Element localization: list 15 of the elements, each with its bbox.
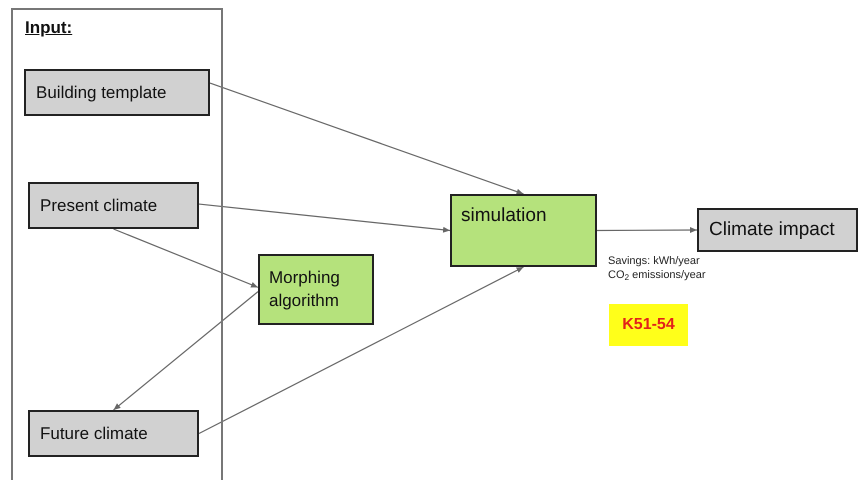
process-box: simulation bbox=[450, 194, 597, 267]
input-box: Present climate bbox=[28, 182, 199, 229]
input-box: Building template bbox=[24, 69, 210, 116]
input-box: Future climate bbox=[28, 410, 199, 457]
panel-heading: Input: bbox=[25, 17, 72, 39]
arrow bbox=[210, 82, 524, 195]
arrow bbox=[597, 227, 697, 234]
arrow bbox=[113, 228, 258, 288]
arrow bbox=[113, 291, 258, 410]
input-panel bbox=[11, 8, 223, 480]
arrow bbox=[198, 204, 450, 233]
arrow bbox=[198, 266, 524, 434]
process-box: Morphing algorithm bbox=[258, 254, 374, 325]
highlight-box: K51-54 bbox=[609, 304, 688, 346]
output-box: Climate impact bbox=[697, 208, 858, 252]
